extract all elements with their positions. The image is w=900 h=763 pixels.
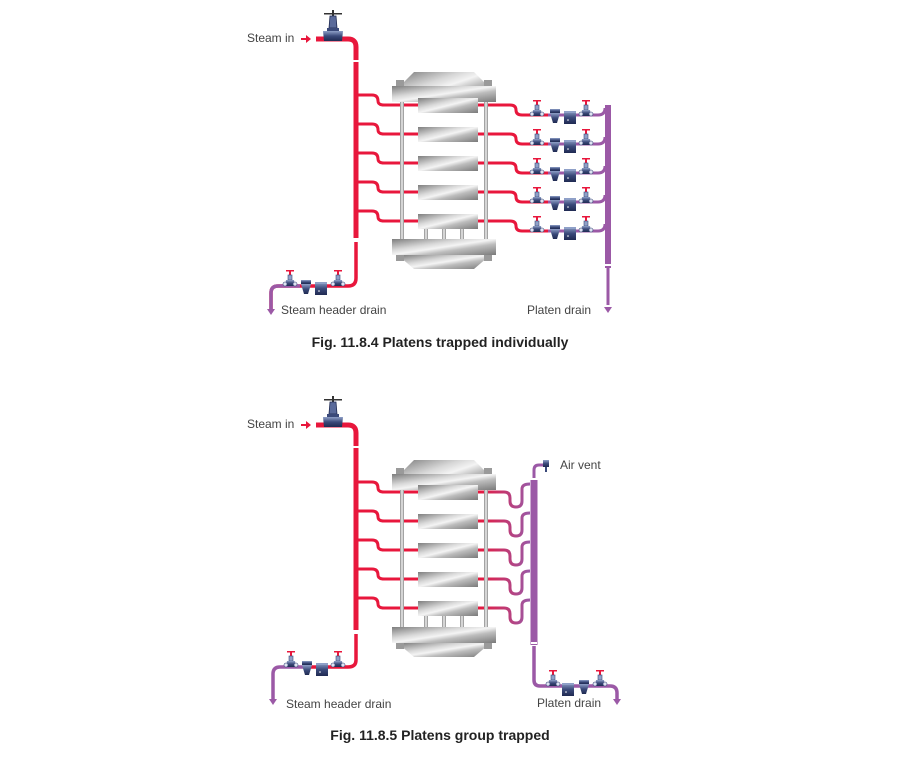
isolation-valve-icon bbox=[578, 215, 594, 233]
strainer-icon bbox=[550, 167, 560, 181]
steam-in-label: Steam in bbox=[247, 417, 294, 431]
isolation-valve-icon bbox=[545, 669, 561, 687]
drain-arrow-icon bbox=[269, 699, 277, 705]
steam-in-label: Steam in bbox=[247, 31, 294, 45]
isolation-valve-icon bbox=[529, 215, 545, 233]
strainer-icon bbox=[579, 680, 589, 694]
steam-header-drain-label: Steam header drain bbox=[286, 697, 391, 711]
steam-trap-icon bbox=[316, 663, 328, 676]
strainer-icon bbox=[302, 661, 312, 675]
outlet-branch-pipe bbox=[478, 132, 548, 146]
platen bbox=[418, 156, 478, 171]
outlet-branch-pipe bbox=[478, 540, 531, 567]
platen bbox=[418, 514, 478, 529]
outlet-branch-pipe bbox=[478, 161, 548, 175]
supply-branch-pipe bbox=[356, 538, 418, 552]
steam-trap-icon bbox=[564, 227, 576, 240]
supply-branch-pipe bbox=[356, 480, 418, 494]
figure-caption: Fig. 11.8.4 Platens trapped individually bbox=[312, 334, 569, 350]
condensate-branch-pipe bbox=[548, 223, 607, 233]
steam-header-drain-label: Steam header drain bbox=[281, 303, 386, 317]
isolation-valve-icon bbox=[578, 128, 594, 146]
steam-trap-icon bbox=[564, 169, 576, 182]
platen bbox=[418, 572, 478, 587]
supply-branch-pipe bbox=[356, 596, 418, 610]
supply-branch-pipe bbox=[356, 567, 418, 581]
platen bbox=[418, 185, 478, 200]
supply-branch-pipe bbox=[356, 151, 418, 165]
steam-header-drain-pipe bbox=[269, 242, 358, 310]
isolation-valve-icon bbox=[283, 650, 299, 668]
strainer-icon bbox=[301, 280, 311, 294]
condensate-branch-pipe bbox=[548, 107, 607, 117]
strainer-icon bbox=[550, 138, 560, 152]
supply-branch-pipe bbox=[356, 509, 418, 523]
steam-header-drain-pipe bbox=[305, 634, 358, 669]
platen-drain-label: Platen drain bbox=[537, 696, 601, 710]
outlet-branch-pipe bbox=[478, 219, 548, 233]
strainer-icon bbox=[550, 225, 560, 239]
isolation-valve-icon bbox=[529, 186, 545, 204]
platen bbox=[418, 127, 478, 142]
supply-branch-pipe bbox=[356, 180, 418, 194]
isolation-valve-icon bbox=[529, 99, 545, 117]
air-vent-label: Air vent bbox=[560, 458, 601, 472]
isolation-valve-icon bbox=[578, 157, 594, 175]
main-stop-valve-icon bbox=[322, 395, 344, 428]
outlet-branch-pipe bbox=[478, 103, 548, 117]
steam-supply-pipe bbox=[316, 36, 359, 240]
isolation-valve-icon bbox=[330, 269, 346, 287]
strainer-icon bbox=[550, 109, 560, 123]
drain-arrow-icon bbox=[613, 699, 621, 705]
platen-drain-label: Platen drain bbox=[527, 303, 591, 317]
platen-supply-branches bbox=[356, 93, 607, 240]
isolation-valve-icon bbox=[578, 99, 594, 117]
outlet-branch-pipe bbox=[478, 598, 531, 625]
figure-platens-group-trapped: Steam in Steam header drain Air vent bbox=[247, 395, 621, 743]
platen-supply-branches bbox=[356, 480, 531, 625]
platen bbox=[418, 485, 478, 500]
steam-trap-icon bbox=[564, 140, 576, 153]
supply-branch-pipe bbox=[356, 93, 418, 107]
outlet-branch-pipe bbox=[478, 569, 531, 596]
steam-trap-icon bbox=[564, 111, 576, 124]
steam-trap-icon bbox=[562, 683, 574, 696]
platen bbox=[418, 601, 478, 616]
main-stop-valve-icon bbox=[322, 9, 344, 42]
isolation-valve-icon bbox=[529, 128, 545, 146]
isolation-valve-icon bbox=[592, 669, 608, 687]
strainer-icon bbox=[550, 196, 560, 210]
isolation-valve-icon bbox=[282, 269, 298, 287]
steam-supply-pipe bbox=[316, 422, 359, 632]
condensate-branch-pipe bbox=[548, 165, 607, 175]
figure-caption: Fig. 11.8.5 Platens group trapped bbox=[330, 727, 549, 743]
condensate-branch-pipe bbox=[548, 136, 607, 146]
platens bbox=[418, 98, 478, 229]
supply-branch-pipe bbox=[356, 209, 418, 223]
supply-branch-pipe bbox=[356, 122, 418, 136]
figure-platens-trapped-individually: Steam in Steam header drain Platen drain… bbox=[247, 9, 612, 350]
air-vent-icon bbox=[543, 460, 549, 472]
isolation-valve-icon bbox=[330, 650, 346, 668]
platen bbox=[418, 543, 478, 558]
platen-drain-pipe bbox=[532, 646, 619, 700]
steam-in-arrow-icon bbox=[301, 421, 311, 429]
platen bbox=[418, 98, 478, 113]
platens bbox=[418, 485, 478, 616]
steam-in-arrow-icon bbox=[301, 35, 311, 43]
drain-arrow-icon bbox=[267, 309, 275, 315]
condensate-branch-pipe bbox=[548, 194, 607, 204]
isolation-valve-icon bbox=[578, 186, 594, 204]
steam-trap-icon bbox=[564, 198, 576, 211]
outlet-branch-pipe bbox=[478, 190, 548, 204]
outlet-branch-pipe bbox=[478, 482, 531, 509]
platen bbox=[418, 214, 478, 229]
isolation-valve-icon bbox=[529, 157, 545, 175]
drain-arrow-icon bbox=[604, 307, 612, 313]
steam-trap-icon bbox=[315, 282, 327, 295]
outlet-branch-pipe bbox=[478, 511, 531, 538]
